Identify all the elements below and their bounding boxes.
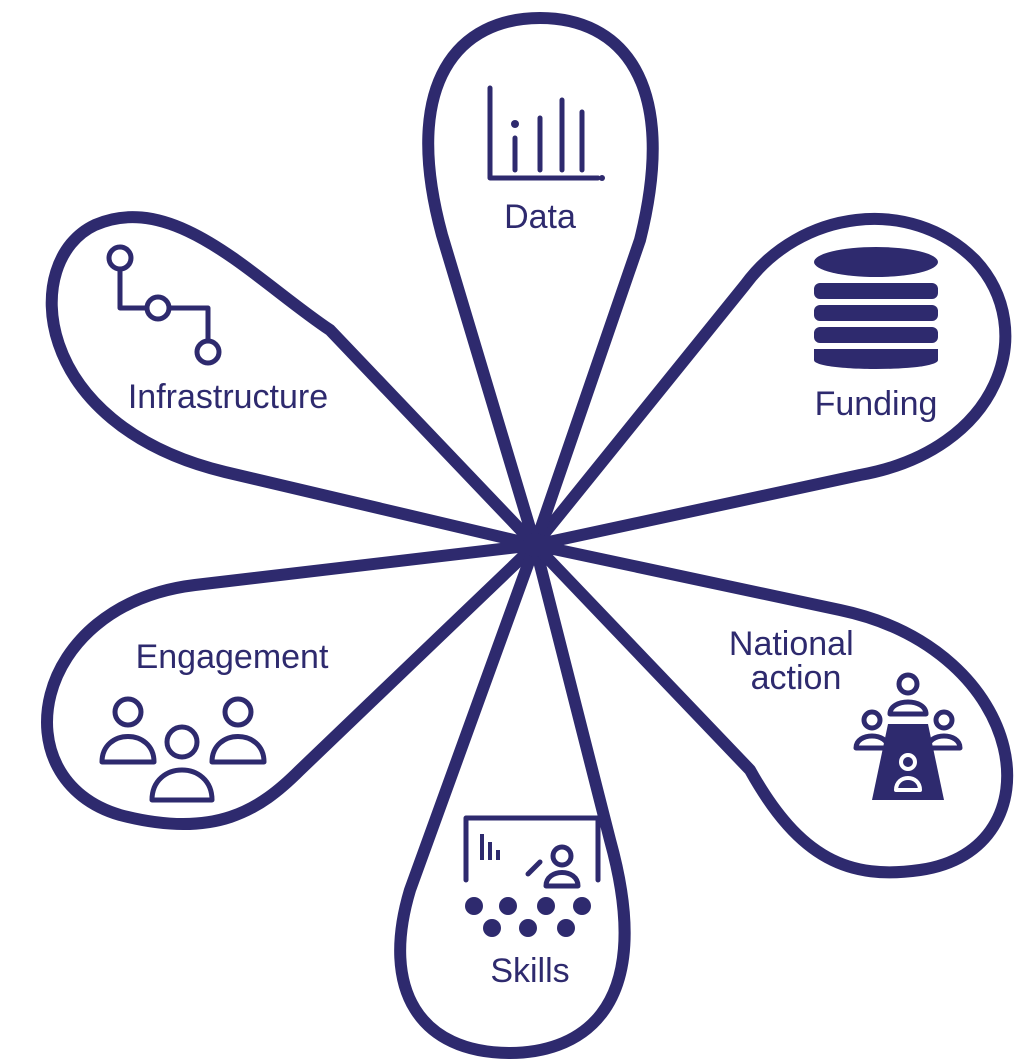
petal-engagement <box>41 539 541 831</box>
people-group-icon <box>99 696 267 803</box>
petal-infrastructure <box>45 211 541 551</box>
center-hub <box>523 533 547 557</box>
petal-label-funding: Funding <box>815 385 938 423</box>
petal-label-engagement: Engagement <box>136 638 329 676</box>
petal-data <box>422 12 659 551</box>
petal-funding <box>529 212 1012 551</box>
petal-label-skills: Skills <box>490 952 569 990</box>
connected-nodes-icon <box>106 244 222 366</box>
database-stack-icon <box>814 247 938 369</box>
bar-chart-icon <box>487 85 605 181</box>
presentation-audience-icon <box>463 815 601 937</box>
petal-label-infrastructure: Infrastructure <box>128 378 328 416</box>
petal-label-data: Data <box>504 198 576 236</box>
people-around-table-icon <box>853 672 963 800</box>
petal-label-national-action: National action <box>729 625 863 697</box>
